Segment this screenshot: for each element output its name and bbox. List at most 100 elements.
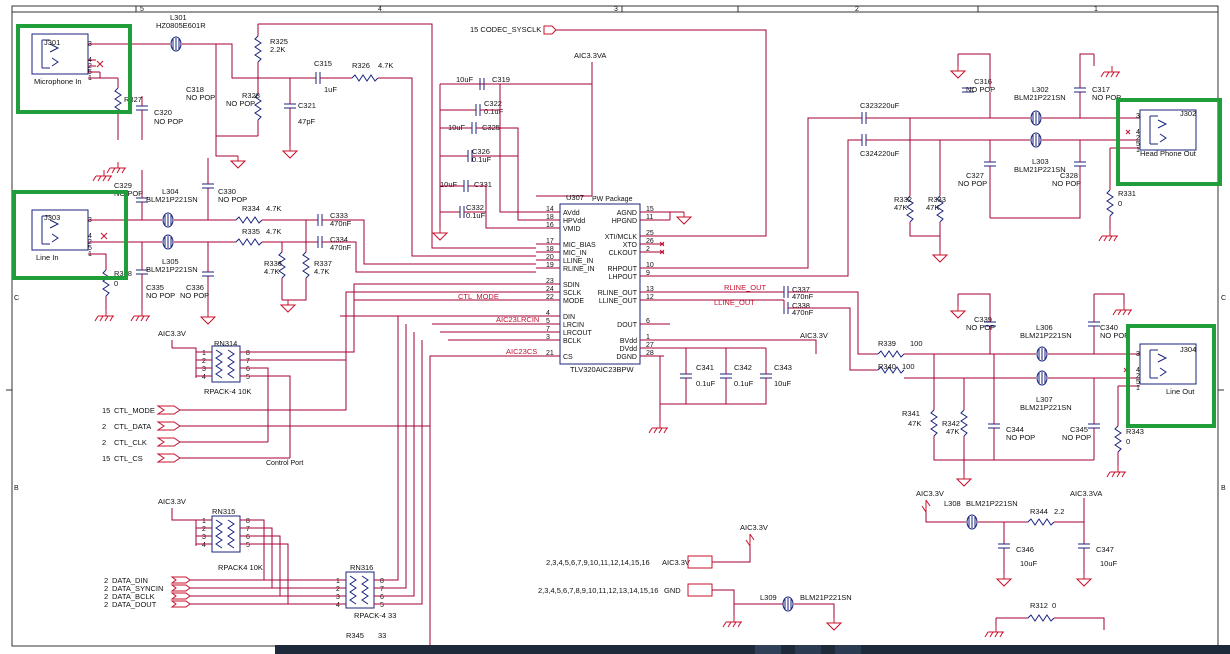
avdd-decoupling: AIC3.3VA 15 CODEC_SYSCLK 10uF C319 C322 … [432,25,767,241]
resistor-r341 [930,409,938,437]
u307-pin-number: 7 [546,326,550,333]
ctl-port-arrow [156,421,181,431]
cap-c315 [315,71,321,85]
r328-ref: R328 [242,91,260,100]
r312-ref: R312 [1030,601,1048,610]
r344-value: 2.2 [1054,507,1064,516]
u307-pin-number: 27 [646,342,654,349]
c322-value: 0.1uF [484,107,504,116]
u307-pin-number: 20 [546,254,554,261]
r331-ref: R331 [1118,189,1136,198]
border-row-c-right: C [1221,295,1226,302]
u307-pin-name: AGND [617,210,637,217]
u307-pin-number: 18 [546,214,554,221]
rpack-pin-number: 8 [380,578,384,585]
border-row-b: B [14,485,19,492]
c327-ref: C327 [966,171,984,180]
c329-value: NO POP [114,189,143,198]
r340-ref: R340 [878,362,896,371]
c341-ref: C341 [696,363,714,372]
c324-value: 220uF [878,149,900,158]
u307-pin-number: 3 [546,334,550,341]
power-port-aic [687,555,713,569]
u307-pin-number: 2 [646,246,650,253]
u307-pin-name: LRCOUT [563,330,593,337]
ferrite-l301 [170,36,182,52]
r344-ref: R344 [1030,507,1048,516]
c334-ref: C334 [330,235,348,244]
power-port-aic-name: AIC3.3V [662,558,690,567]
rpack-pin-number: 4 [336,602,340,609]
net-aic33va-r344: AIC3.3VA [1070,489,1102,498]
rpack-pin-number: 6 [246,366,250,373]
highlight-line-out[interactable] [1126,324,1216,428]
l303-value: BLM21P221SN [1014,165,1066,174]
rpack-rn314 [211,345,241,383]
r336-value: 4.7K [264,267,279,276]
highlight-line-in[interactable] [12,190,128,280]
c343-value: 10uF [774,379,792,388]
codec-outputs: C337 470nF C338 470nF AIC3.3V C341 0.1uF… [640,285,878,434]
ctl-port-name: CTL_CS [114,454,143,463]
u307-pin-number: 24 [546,286,554,293]
power-port-gnd-name: GND [664,586,681,595]
cap-c338 [783,301,789,315]
resistor-r334 [235,216,263,224]
cap-c347 [1077,543,1091,549]
r326-ref: R326 [352,61,370,70]
codec-net-labels: CTL_MODE AIC23LRCIN AIC23CS RLINE_OUT LL… [340,283,767,646]
resistor-r342 [960,409,968,437]
gnd-c335 [130,309,151,322]
highlight-microphone-in[interactable] [16,24,132,114]
rn314-ref: RN314 [214,339,237,348]
l302-ref: L302 [1032,85,1049,94]
ctl-port-arrow [156,437,181,447]
j302-pin5: 5 [1136,141,1140,148]
r335-ref: R335 [242,227,260,236]
j304-pin1: 1 [1136,385,1140,392]
c330-value: NO POP [218,195,247,204]
taskbar-app-button[interactable] [755,645,781,654]
l307-ref: L307 [1036,395,1053,404]
data-port-arrow [170,584,191,592]
gnd-c347 [1076,573,1092,587]
r328-value: NO POP [226,99,255,108]
taskbar-app-button[interactable] [795,645,821,654]
highlight-headphone-out[interactable] [1116,98,1222,186]
cap-c323 [861,111,867,125]
rn316-ref: RN316 [350,563,373,572]
u307-pin-number: 21 [546,350,554,357]
net-aic23lrcin: AIC23LRCIN [496,315,539,324]
rpack-pin-number: 8 [246,350,250,357]
r334-ref: R334 [242,204,260,213]
u307-package: PW Package [592,196,633,203]
u307-value: TLV320AIC23BPW [570,365,635,374]
cap-c342 [719,373,733,379]
r326-value: 4.7K [378,61,393,70]
taskbar-app-button[interactable] [835,645,861,654]
u307-pin-name: RLINE_IN [563,266,595,273]
c335-value: NO POP [146,291,175,300]
gnd-c316 [950,65,966,79]
r336-ref: R336 [264,259,282,268]
j302-pin4: 4 [1136,129,1140,136]
rpack-pin-number: 3 [202,534,206,541]
c328-value: NO POP [1052,179,1081,188]
ferrite-l309 [782,596,794,612]
cap-c331 [463,179,469,193]
r342-ref: R342 [942,419,960,428]
ctl-port-sheet: 15 [102,454,110,463]
ctl-port-sheet: 2 [102,438,106,447]
r341-ref: R341 [902,409,920,418]
cap-c336 [201,271,215,277]
u307-pin-name: VMID [563,226,581,233]
rpack-pin-number: 7 [246,526,250,533]
u307-pin-name: XTO [623,242,638,249]
u307-pin-number: 5 [546,318,550,325]
r325-value: 2.2K [270,45,285,54]
c347-value: 10uF [1100,559,1118,568]
ctl-port-arrow [156,405,181,415]
j303-label: Line In [36,253,59,262]
c345-ref: C345 [1070,425,1088,434]
j301-label: Microphone In [34,77,82,86]
